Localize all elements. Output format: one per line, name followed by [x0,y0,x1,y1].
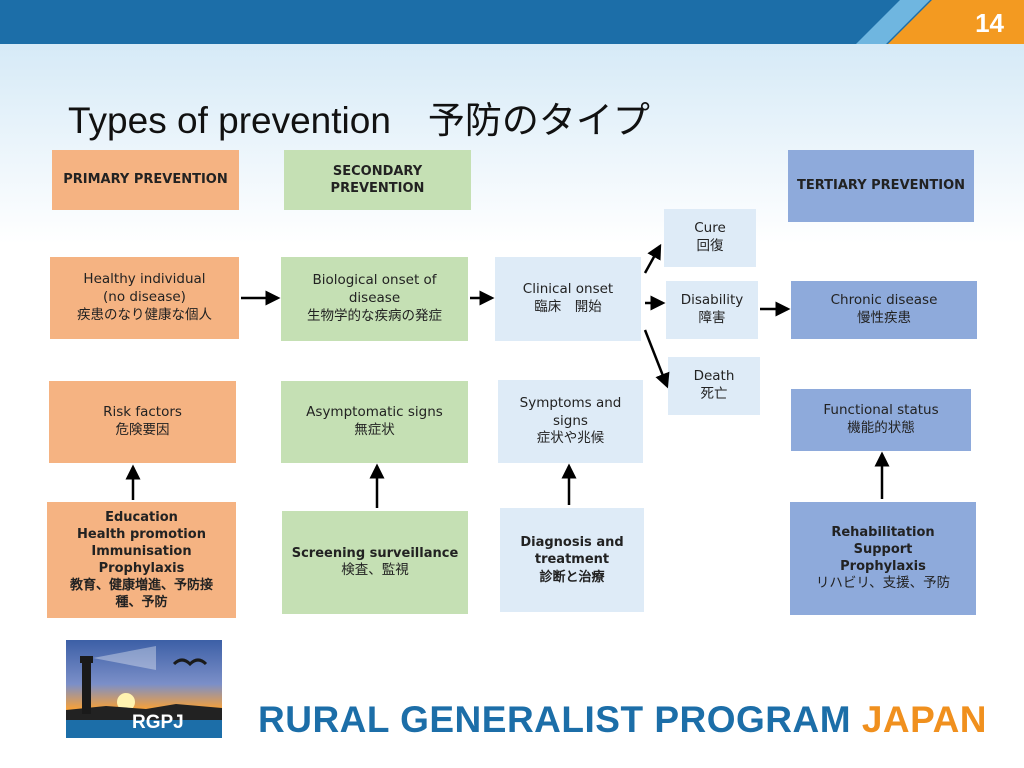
program-name: RURAL GENERALIST PROGRAM JAPAN [258,699,987,741]
intervention-primary: Education Health promotion Immunisation … [47,502,236,618]
state-line: signs [553,412,588,429]
stage-line: Cure [694,220,726,237]
page-number: 14 [975,8,1004,38]
intervention-line: 種、予防 [115,595,168,611]
state-line: 症状や兆候 [536,430,605,447]
header-primary-prevention: PRIMARY PREVENTION [52,150,239,210]
stage-line: (no disease) [103,289,186,306]
stage-line: Death [693,368,735,385]
stage-healthy-individual: Healthy individual (no disease) 疾患のなり健康な… [50,257,239,339]
intervention-secondary: Screening surveillance 検査、監視 [282,511,468,614]
state-symptoms-signs: Symptoms and signs 症状や兆候 [498,380,643,463]
state-functional-status: Functional status 機能的状態 [791,389,971,451]
page-title: Types of prevention 予防のタイプ [68,100,650,141]
lighthouse-sunset-icon [66,640,222,738]
stage-disability: Disability 障害 [666,281,758,339]
stage-biological-onset: Biological onset of disease 生物学的な疾病の発症 [281,257,468,341]
state-risk-factors: Risk factors 危険要因 [49,381,236,463]
stage-line: 疾患のなり健康な個人 [77,306,212,323]
intervention-line: treatment [534,552,610,568]
stage-line: 慢性疾患 [857,310,911,326]
intervention-line: 検査、監視 [341,562,409,579]
intervention-tertiary: Rehabilitation Support Prophylaxis リハビリ、… [790,502,976,615]
state-line: Symptoms and [519,394,622,411]
stage-clinical-onset: Clinical onset 臨床 開始 [495,257,641,341]
program-name-accent: JAPAN [861,699,988,740]
stage-cure: Cure 回復 [664,209,756,267]
stage-line: 死亡 [700,386,728,402]
stage-line: 障害 [698,310,726,326]
header-tertiary-prevention: TERTIARY PREVENTION [788,150,974,222]
header-line: TERTIARY PREVENTION [796,178,966,194]
intervention-clinical: Diagnosis and treatment 診断と治療 [500,508,644,612]
intervention-line: Rehabilitation [831,524,935,540]
corner-accent-icon [856,0,1024,44]
stage-line: 臨床 開始 [534,299,602,315]
intervention-line: 診断と治療 [539,569,605,585]
stage-line: 生物学的な疾病の発症 [307,307,442,324]
header-secondary-prevention: SECONDARY PREVENTION [284,150,471,210]
stage-line: Healthy individual [83,271,206,288]
header-line: PREVENTION [330,181,425,196]
stage-line: Clinical onset [522,281,614,298]
state-line: 無症状 [354,422,395,438]
intervention-line: Prophylaxis [98,561,185,576]
intervention-line: Health promotion [77,526,206,542]
state-asymptomatic-signs: Asymptomatic signs 無症状 [281,381,468,463]
stage-line: 回復 [696,238,724,254]
intervention-line: Prophylaxis [840,559,926,575]
stage-line: Biological onset of disease [312,272,437,307]
arrow-clinical-to-death [643,329,670,389]
intervention-line: Screening surveillance [291,546,459,562]
arrow-clinical-to-cure [643,243,662,274]
intervention-line: Education [105,509,178,525]
header-line: PRIMARY PREVENTION [63,172,228,188]
intervention-line: Support [853,542,913,558]
intervention-line: 教育、健康増進、予防接 [69,578,213,594]
state-line: 危険要因 [115,422,170,438]
intervention-line: Diagnosis and [520,535,624,551]
state-line: Risk factors [103,404,182,421]
intervention-line: リハビリ、支援、予防 [815,575,951,592]
state-line: 機能的状態 [847,420,915,436]
stage-line: Chronic disease [830,292,938,309]
intervention-line: Immunisation [91,543,192,559]
logo-label: RGPJ [132,712,184,733]
header-line: SECONDARY [332,163,423,179]
stage-line: Disability [680,292,744,309]
stage-death: Death 死亡 [668,357,760,415]
state-line: Asymptomatic signs [306,404,443,421]
top-bar [0,0,1024,44]
state-line: Functional status [823,402,939,419]
program-name-main: RURAL GENERALIST PROGRAM [258,699,862,740]
stage-chronic-disease: Chronic disease 慢性疾患 [791,281,977,339]
